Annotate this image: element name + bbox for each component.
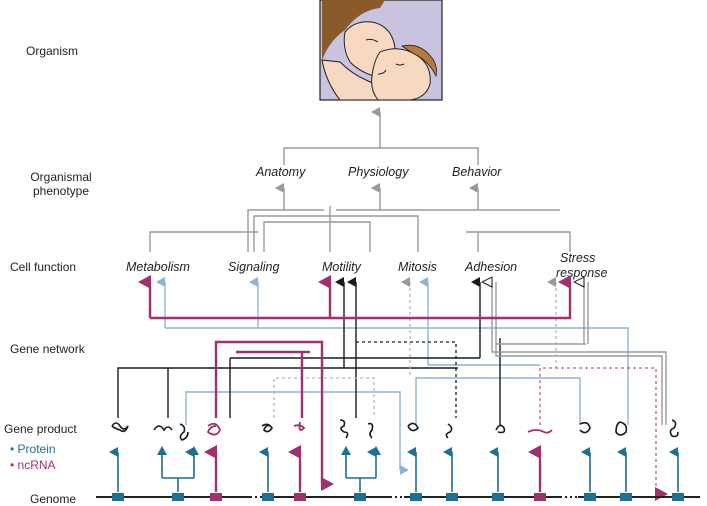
cell-function-stress-line2: response — [556, 266, 607, 280]
protein-product-10 — [579, 421, 591, 434]
protein-product-11 — [615, 421, 628, 436]
ncrna-products — [206, 421, 553, 436]
ncrna-product-3 — [527, 429, 553, 434]
gene-network-gray-dashed — [273, 377, 375, 418]
expression-arrows-protein — [109, 452, 679, 492]
gene-network-gray — [492, 282, 667, 425]
protein-product-12 — [669, 419, 679, 438]
gene-protein — [492, 493, 504, 501]
gene-protein — [410, 493, 422, 501]
level-gene-network: Gene network — [10, 342, 85, 356]
protein-product-9 — [495, 424, 506, 434]
gene-protein — [672, 493, 684, 501]
expression-arrows-protein-heads — [157, 446, 381, 455]
cell-function-motility: Motility — [322, 260, 362, 274]
ncrna-product-2 — [293, 421, 306, 431]
gene-protein — [584, 493, 596, 501]
gene-ncrna — [294, 493, 306, 501]
gene-protein — [354, 493, 366, 501]
protein-product-8 — [445, 423, 453, 439]
level-phenotype-line1: Organismal — [30, 170, 92, 184]
cell-function-adhesion: Adhesion — [464, 260, 517, 274]
genes — [112, 493, 684, 501]
cell-function-mitosis: Mitosis — [398, 260, 437, 274]
gene-ncrna — [210, 493, 222, 501]
gene-protein — [262, 493, 274, 501]
ncrna-product-1 — [206, 422, 221, 436]
gene-protein — [172, 493, 184, 501]
protein-product-3 — [179, 423, 189, 441]
phenotype-to-organism-connectors — [283, 107, 479, 165]
cell-function-stress-line1: Stress — [560, 251, 595, 265]
gene-protein — [446, 493, 458, 501]
gene-ncrna — [534, 493, 546, 501]
protein-product-7 — [407, 422, 419, 432]
level-organismal-phenotype: Organismal phenotype — [18, 170, 104, 198]
gene-network-black — [117, 277, 501, 425]
level-cell-function: Cell function — [10, 260, 77, 274]
protein-product-5 — [339, 419, 349, 439]
gene-network-ncrna — [138, 275, 572, 491]
legend-protein: • Protein — [10, 442, 56, 456]
level-genome: Genome — [30, 492, 77, 506]
ncrna-dashed — [539, 367, 668, 501]
gene-products — [111, 419, 679, 441]
phenotype-behavior: Behavior — [452, 165, 502, 179]
expression-arrows-ncrna — [204, 445, 542, 492]
level-organism: Organism — [26, 44, 79, 58]
protein-product-2 — [153, 425, 173, 432]
gene-network-lightblue — [156, 277, 629, 475]
legend-protein-label: Protein — [17, 442, 56, 456]
cell-function-metabolism: Metabolism — [126, 260, 190, 274]
legend-ncrna: • ncRNA — [10, 458, 56, 472]
gene-protein — [620, 493, 632, 501]
cell-function-signaling: Signaling — [228, 260, 279, 274]
phenotype-physiology: Physiology — [348, 165, 409, 179]
protein-product-1 — [111, 422, 129, 433]
mother-kissing-baby-illustration — [319, 0, 443, 101]
protein-product-6 — [367, 422, 374, 439]
protein-product-4 — [261, 423, 273, 433]
gene-network-black-dashed — [356, 341, 457, 418]
gene-protein — [112, 493, 124, 501]
level-gene-product: Gene product — [4, 422, 77, 436]
legend-ncrna-label: ncRNA — [17, 458, 56, 472]
phenotype-anatomy: Anatomy — [255, 165, 306, 179]
level-phenotype-line2: phenotype — [32, 184, 90, 198]
cellfunction-to-phenotype-connectors — [149, 183, 571, 252]
